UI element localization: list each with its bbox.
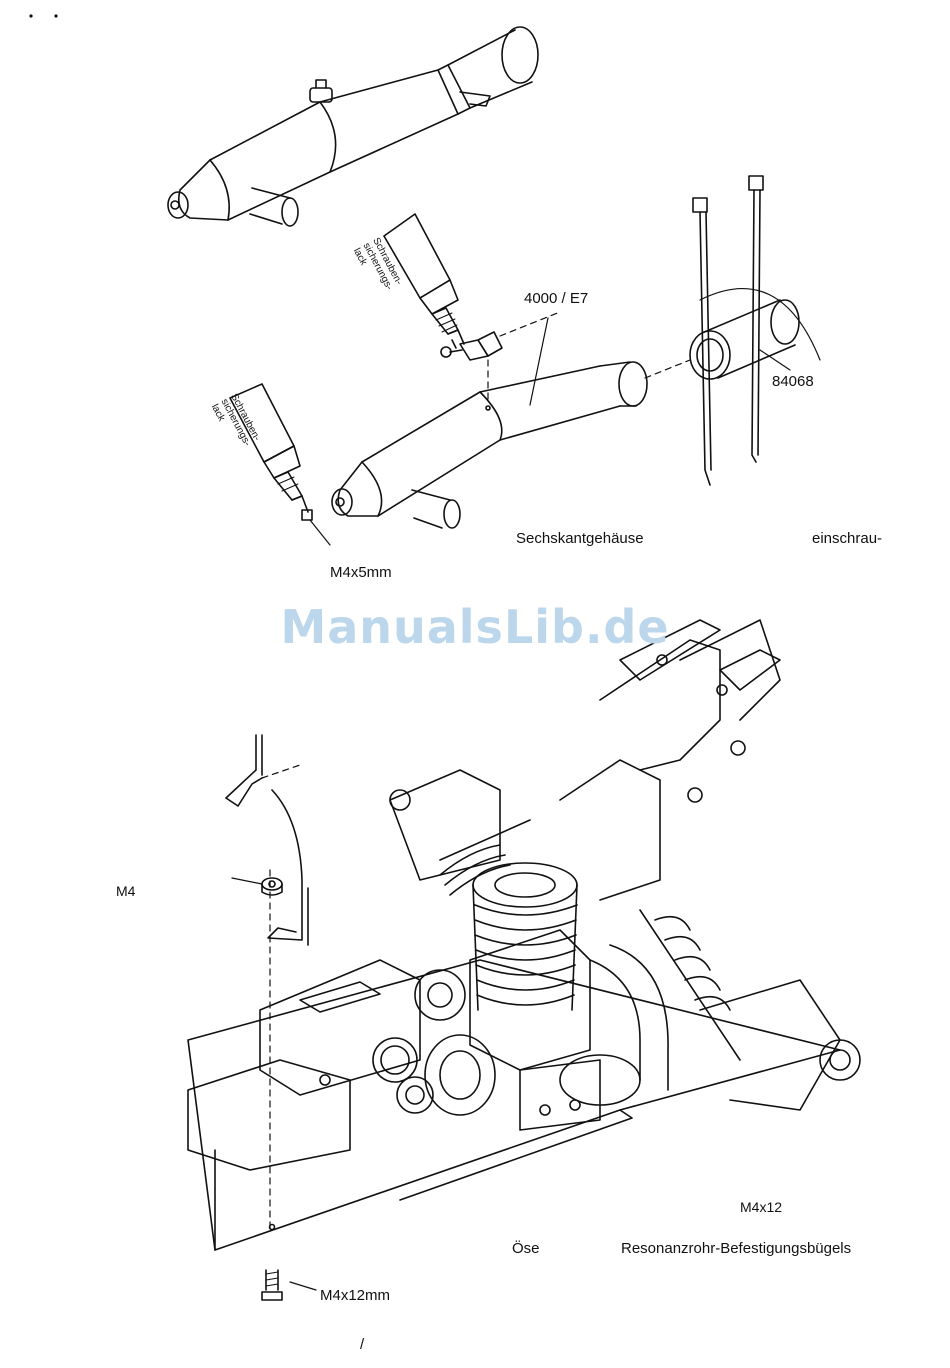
label-m4: M4 (116, 883, 135, 899)
label-4000-e7: 4000 / E7 (524, 290, 588, 307)
label-oese: Öse (512, 1240, 540, 1257)
silicone-sleeve (690, 300, 799, 379)
resonance-pipe-bottom (332, 362, 647, 528)
resonance-pipe-top (168, 27, 538, 226)
leader-lines (232, 289, 820, 1290)
label-resonanzrohr-befestigungsbuegels: Resonanzrohr-Befestigungsbügels (621, 1240, 851, 1257)
label-m4x12: M4x12 (740, 1199, 782, 1215)
label-84068: 84068 (772, 373, 814, 390)
label-m4x5mm: M4x5mm (330, 564, 392, 581)
scan-specks (29, 14, 57, 17)
dashed-assembly-lines (262, 312, 690, 1230)
elbow-fitting (441, 332, 502, 360)
manualslib-watermark: ManualsLib.de (0, 600, 950, 654)
label-m4x12mm: M4x12mm (320, 1287, 390, 1304)
label-sechskantgehaeuse: Sechskantgehäuse (516, 530, 644, 547)
m4-nut (262, 878, 282, 895)
cable-ties (693, 176, 763, 485)
label-einschrau: einschrau- (812, 530, 882, 547)
chassis-assembly (188, 620, 860, 1250)
m4x12mm-screw (262, 1225, 282, 1301)
label-slash-mark: / (360, 1336, 364, 1353)
